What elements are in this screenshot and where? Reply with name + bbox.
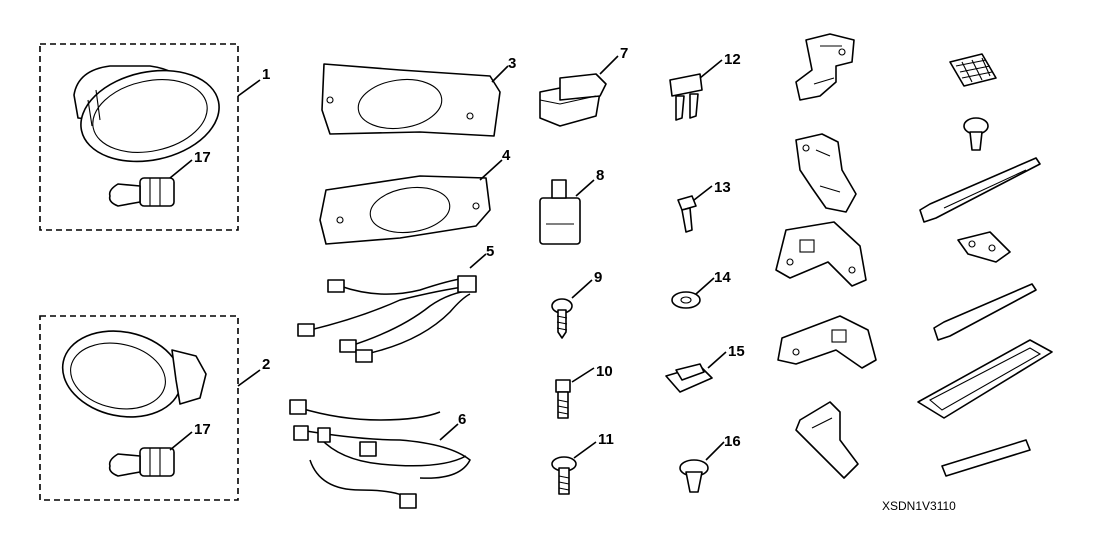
bracket-lower bbox=[795, 401, 859, 479]
clip-16 bbox=[679, 459, 709, 493]
fog-light-housing-2 bbox=[61, 330, 207, 418]
bracket-second bbox=[795, 133, 857, 213]
relay-8 bbox=[539, 179, 581, 245]
kit-box-1 bbox=[39, 43, 239, 231]
callout-4: 4 bbox=[502, 147, 511, 164]
main-harness-6 bbox=[289, 399, 471, 509]
callout-6: 6 bbox=[458, 411, 466, 428]
cable-tie bbox=[933, 283, 1037, 341]
bracket-fourth bbox=[777, 315, 877, 369]
bulb-1 bbox=[108, 177, 175, 207]
fuse-12 bbox=[669, 73, 703, 121]
callout-15: 15 bbox=[728, 343, 745, 360]
diagram-code: XSDN1V3110 bbox=[882, 499, 956, 513]
cable-tie-long bbox=[919, 157, 1041, 223]
callout-1: 1 bbox=[262, 66, 270, 83]
clip-right bbox=[963, 117, 989, 151]
callout-12: 12 bbox=[724, 51, 741, 68]
washer-14 bbox=[671, 291, 701, 309]
callout-10: 10 bbox=[596, 363, 613, 380]
gasket bbox=[917, 339, 1053, 419]
callout-5: 5 bbox=[486, 243, 494, 260]
callout-2: 2 bbox=[262, 356, 270, 373]
sub-harness-5 bbox=[297, 275, 477, 363]
flange-bolt-11 bbox=[551, 456, 577, 495]
callout-11: 11 bbox=[598, 431, 614, 448]
callout-3: 3 bbox=[508, 55, 516, 72]
bracket-third bbox=[775, 221, 867, 287]
garnish-3 bbox=[321, 63, 501, 137]
kit-box-2 bbox=[39, 315, 239, 501]
bulb-2 bbox=[108, 447, 175, 477]
callout-8: 8 bbox=[596, 167, 604, 184]
foam-pad bbox=[949, 53, 997, 87]
callout-9: 9 bbox=[594, 269, 602, 286]
bracket-upper bbox=[795, 33, 855, 101]
switch-7 bbox=[539, 73, 607, 127]
callout-17b: 17 bbox=[194, 421, 211, 438]
tape-strip bbox=[941, 439, 1031, 477]
bolt-10 bbox=[555, 379, 571, 419]
garnish-4 bbox=[319, 175, 491, 245]
harness-clamp bbox=[957, 231, 1011, 263]
callout-14: 14 bbox=[714, 269, 731, 286]
fog-light-housing-1 bbox=[73, 65, 220, 163]
callout-7: 7 bbox=[620, 45, 628, 62]
screw-9 bbox=[551, 298, 573, 339]
bolt-13 bbox=[677, 195, 697, 233]
callout-17a: 17 bbox=[194, 149, 211, 166]
clip-nut-15 bbox=[665, 363, 713, 393]
callout-13: 13 bbox=[714, 179, 731, 196]
callout-16: 16 bbox=[724, 433, 741, 450]
